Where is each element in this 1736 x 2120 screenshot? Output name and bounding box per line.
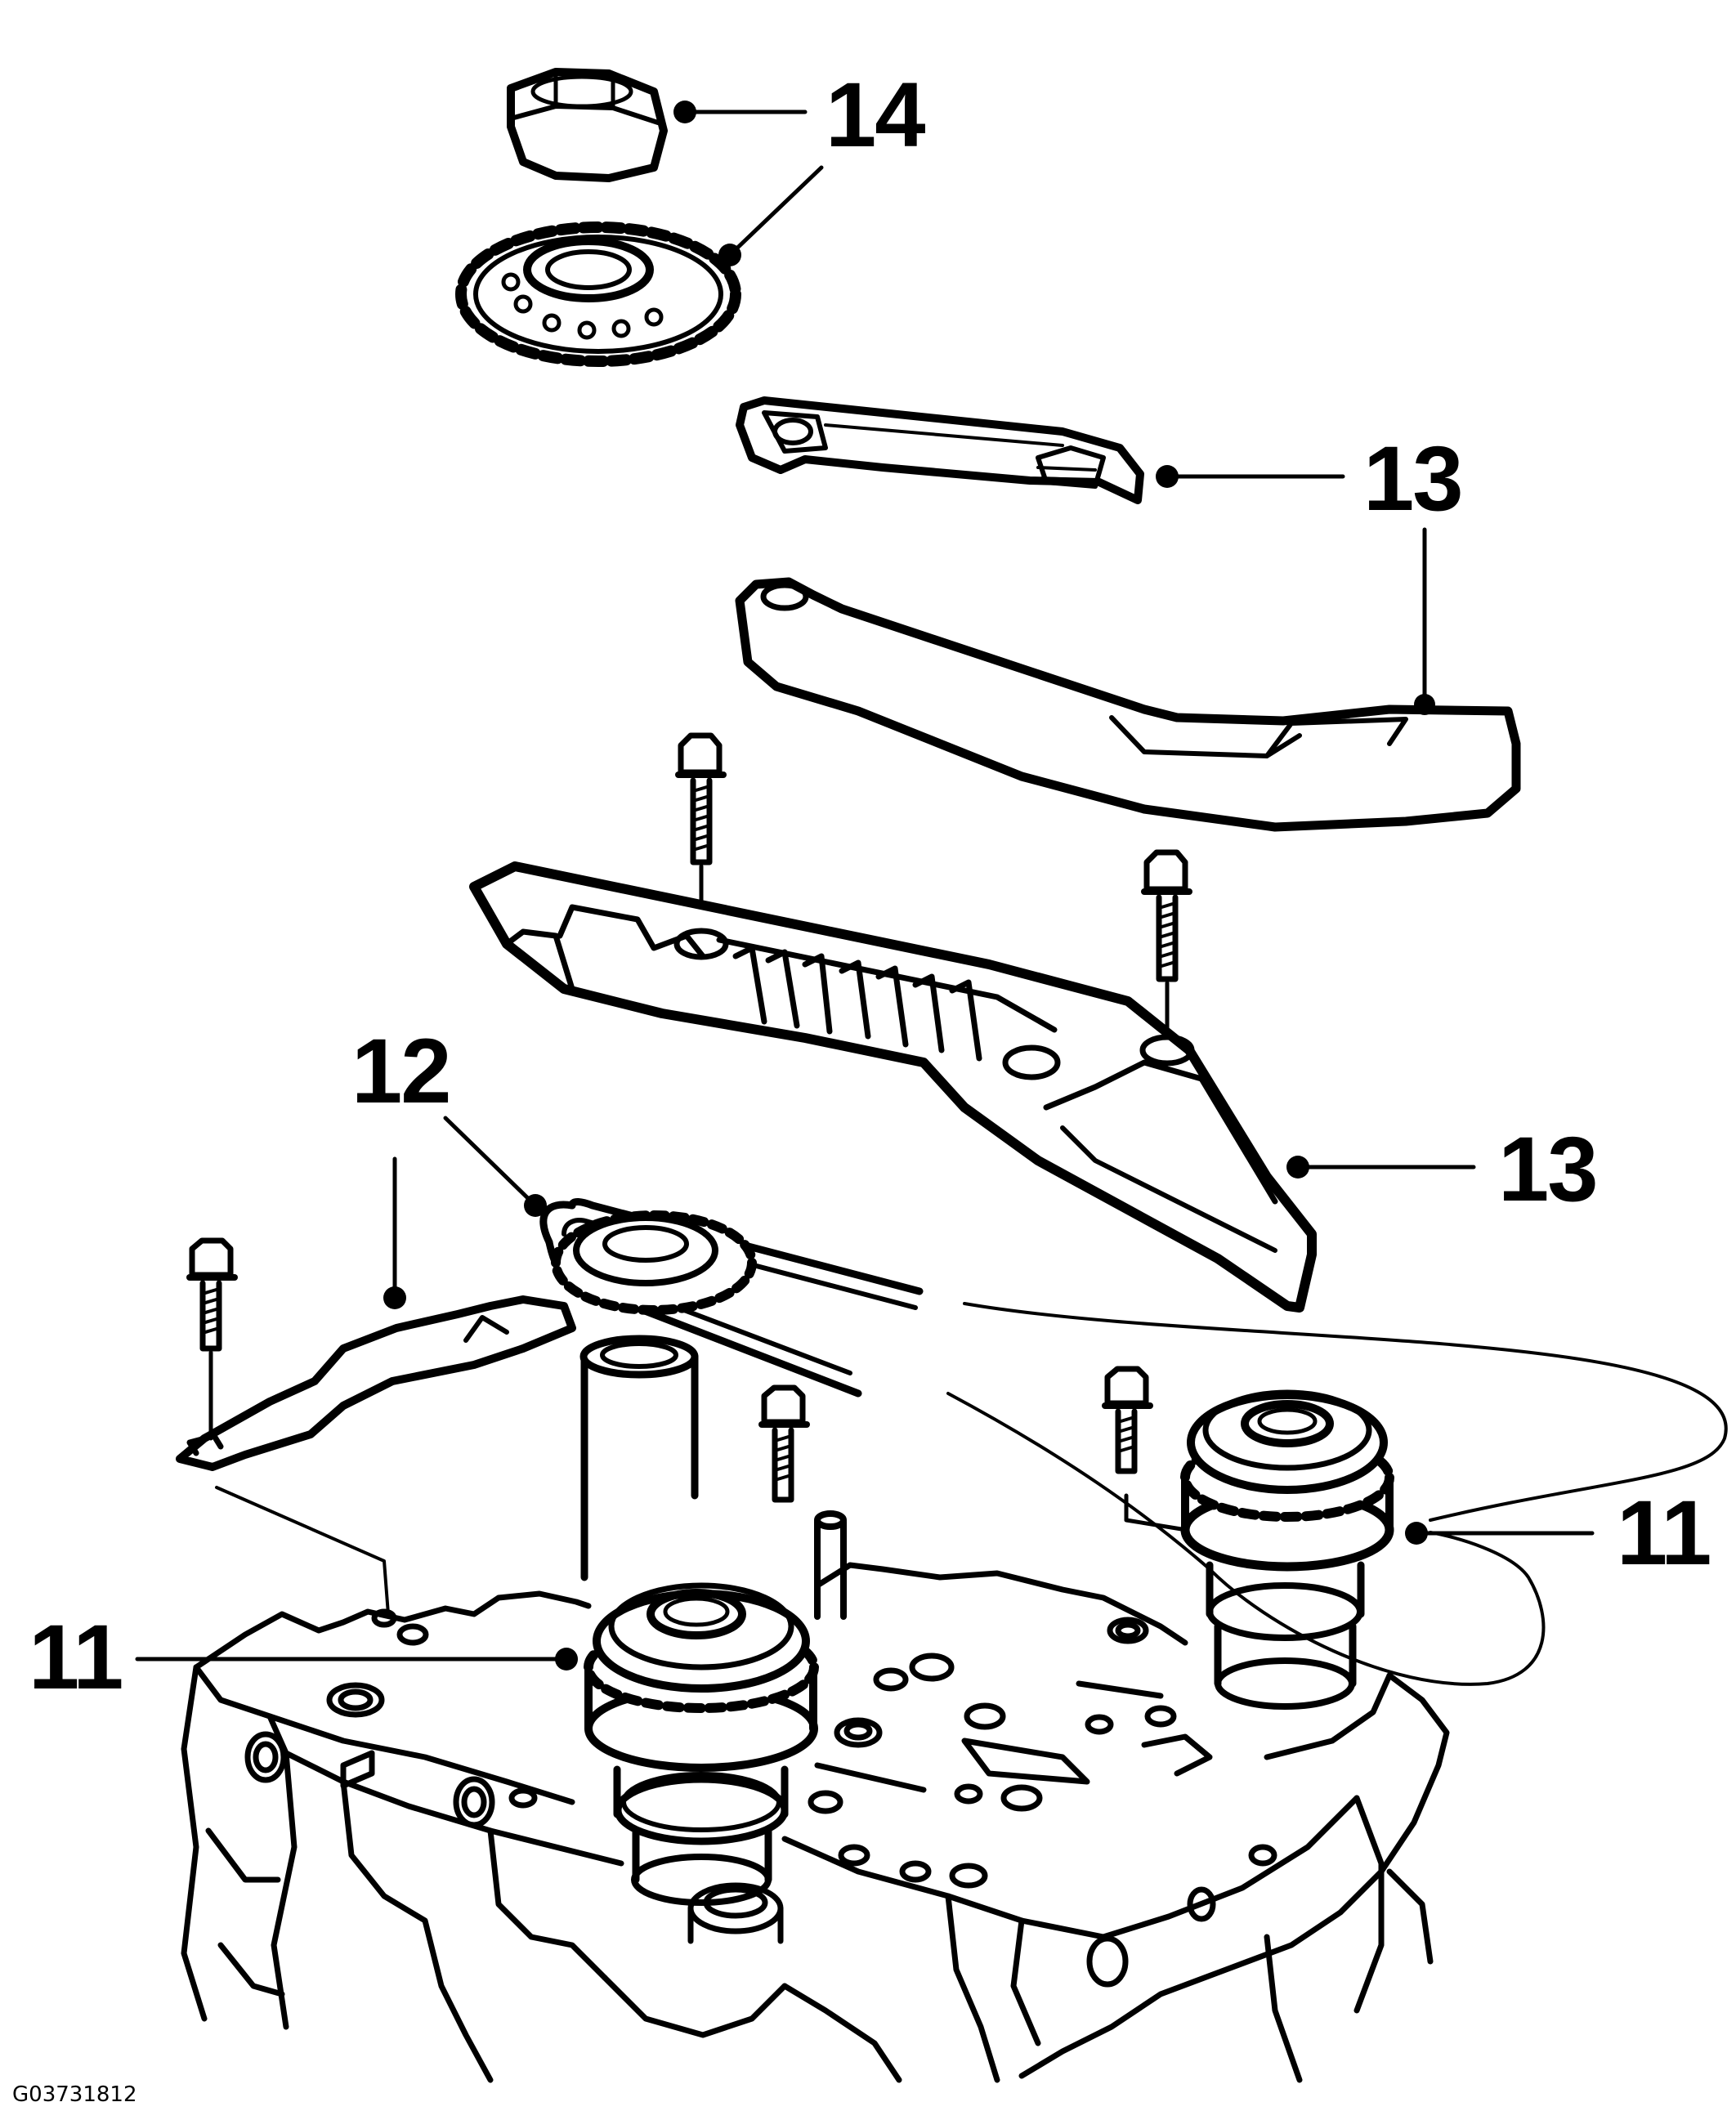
assembly-leader-lines xyxy=(215,1302,1728,1686)
chain-sprocket xyxy=(551,1210,757,1315)
left-balance-shaft-gear xyxy=(584,1582,819,1906)
callout-leaders xyxy=(135,101,1595,1671)
callout-11-right: 11 xyxy=(1617,1482,1711,1584)
callout-11-left: 11 xyxy=(29,1606,123,1708)
right-balance-shaft-gear xyxy=(1180,1389,1394,1710)
callout-13-lower: 13 xyxy=(1498,1118,1599,1220)
camshaft-sprocket xyxy=(455,221,741,367)
camshaft-nut xyxy=(507,68,668,182)
upper-long-chain-guide xyxy=(735,577,1521,832)
figure-id: G03731812 xyxy=(12,2082,137,2107)
tensioner-bolt xyxy=(186,1237,238,1441)
oil-pump-shaft xyxy=(579,1335,699,1581)
pump-bolt xyxy=(758,1384,810,1503)
callout-12: 12 xyxy=(351,1020,452,1122)
guide-bolt-right xyxy=(1141,849,1192,1049)
chain-tensioner-arm xyxy=(176,1295,576,1471)
upper-small-chain-guide xyxy=(736,396,1144,504)
engine-block xyxy=(181,1562,1450,2083)
guide-bolt-left xyxy=(675,732,727,934)
lower-chain-guide xyxy=(469,861,1317,1313)
callout-14: 14 xyxy=(825,64,926,166)
callout-13-upper: 13 xyxy=(1363,427,1464,530)
dowel-pin xyxy=(814,1510,847,1620)
